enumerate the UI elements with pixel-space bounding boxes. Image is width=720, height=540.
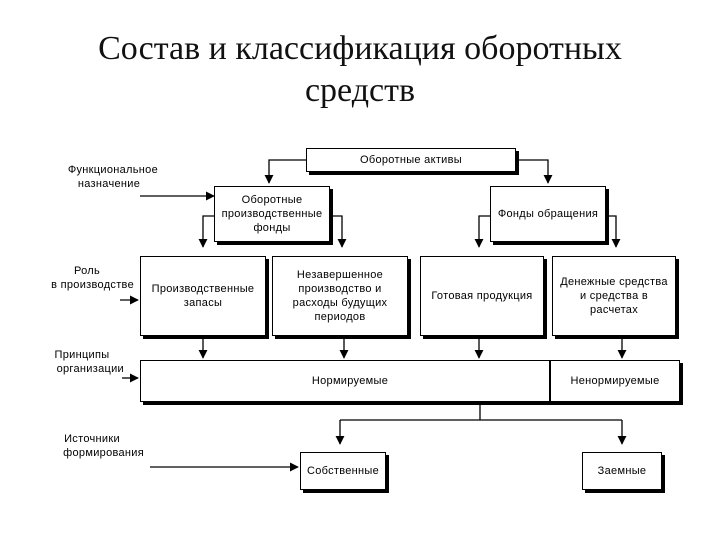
box-work-in-progress: Незавершенное производство и расходы буд… [272, 256, 408, 336]
connector-to-wip [330, 215, 347, 248]
connector-to-inventories [198, 215, 214, 248]
label-organization-principles: Принципы организации [40, 348, 124, 376]
title-line-1: Состав и классификация оборотных [98, 30, 622, 67]
box-normalized-strip [140, 360, 680, 402]
box-own-text: Собственные [306, 465, 380, 477]
box-cash-and-receivables: Денежные средства и средства в расчетах [552, 256, 676, 336]
label-sources-line-1: Источники [64, 433, 120, 445]
box-inventories-line-2: запасы [183, 297, 223, 309]
title-line-2: средств [304, 72, 416, 109]
label-role-line-2: в производстве [51, 279, 134, 291]
connector-to-circulation-funds [516, 159, 553, 184]
box-wip-line-3: расходы будущих [292, 297, 388, 309]
connector-to-working-funds [264, 159, 306, 184]
label-role-line-1: Роль [73, 265, 101, 277]
box-inventories-line-1: Производственные [151, 283, 255, 295]
label-principles-line-1: Принципы [54, 349, 110, 361]
box-working-funds-line-2: производственные [221, 208, 323, 220]
label-functional-purpose: Функциональное назначение [40, 163, 158, 191]
connector-strip-down [340, 402, 622, 421]
box-current-assets-text: Оборотные активы [360, 154, 462, 166]
box-normalized-text: Нормируемые [311, 375, 389, 387]
box-circulation-funds-text: Фонды обращения [497, 208, 599, 220]
label-sources-line-2: формирования [63, 447, 144, 459]
box-current-assets: Оборотные активы [306, 148, 516, 172]
label-principles-line-2: организации [56, 363, 124, 375]
box-working-funds-line-3: фонды [253, 222, 291, 234]
box-working-funds: Оборотные производственные фонды [214, 186, 330, 242]
box-cash-line-1: Денежные средства [560, 276, 668, 288]
box-working-funds-line-1: Оборотные [241, 194, 303, 206]
box-wip-line-1: Незавершенное [296, 269, 384, 281]
box-cash-line-3: расчетах [589, 304, 639, 316]
label-funding-sources: Источники формирования [40, 432, 144, 460]
label-functional-line-2: назначение [77, 178, 141, 190]
page-title: Состав и классификация оборотных средств [0, 28, 720, 112]
box-circulation-funds: Фонды обращения [490, 186, 606, 242]
connector-to-finished-goods [474, 215, 490, 248]
connector-to-cash [606, 215, 621, 248]
box-normalized-divider [549, 360, 551, 402]
label-functional-line-1: Функциональное [67, 164, 158, 176]
box-wip-line-4: периодов [314, 311, 366, 323]
box-inventories: Производственные запасы [140, 256, 266, 336]
box-finished-goods: Готовая продукция [420, 256, 544, 336]
box-finished-goods-text: Готовая продукция [431, 290, 533, 302]
box-non-normalized-text: Ненормируемые [570, 375, 660, 387]
label-role-in-production: Роль в производстве [40, 264, 134, 292]
box-borrowed-text: Заемные [597, 465, 647, 477]
box-own-sources: Собственные [300, 452, 386, 490]
box-borrowed-sources: Заемные [582, 452, 662, 490]
box-cash-line-2: и средства в [580, 290, 648, 302]
box-wip-line-2: производство и [298, 283, 382, 295]
